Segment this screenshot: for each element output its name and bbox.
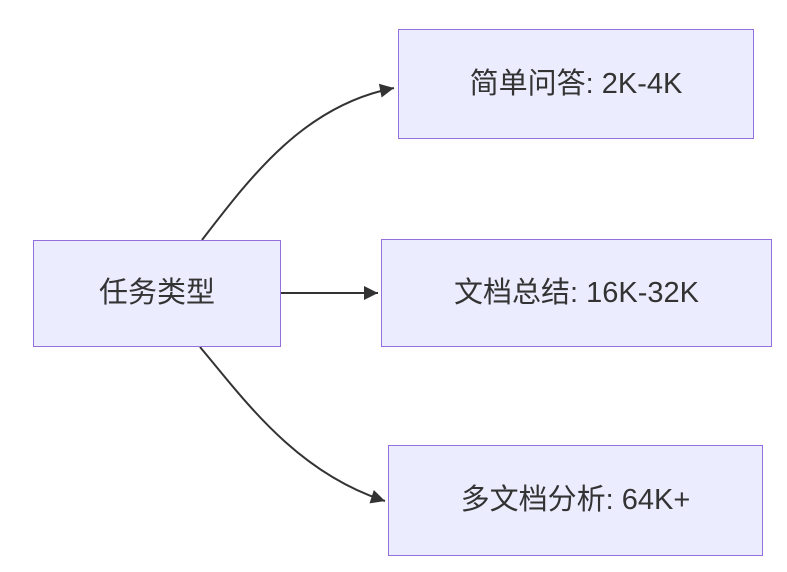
node-task-type-label: 任务类型	[98, 277, 215, 310]
node-multi-doc-analysis: 多文档分析: 64K+	[388, 445, 763, 556]
edge-task-type-to-simple-qa	[201, 83, 395, 241]
edge-task-type-to-multi-doc-analysis	[199, 346, 386, 504]
node-simple-qa: 简单问答: 2K-4K	[398, 29, 754, 139]
node-simple-qa-label: 简单问答: 2K-4K	[469, 67, 683, 100]
node-doc-summary-label: 文档总结: 16K-32K	[454, 276, 699, 309]
node-task-type: 任务类型	[33, 240, 281, 347]
node-multi-doc-analysis-label: 多文档分析: 64K+	[460, 484, 691, 517]
node-doc-summary: 文档总结: 16K-32K	[381, 239, 772, 347]
